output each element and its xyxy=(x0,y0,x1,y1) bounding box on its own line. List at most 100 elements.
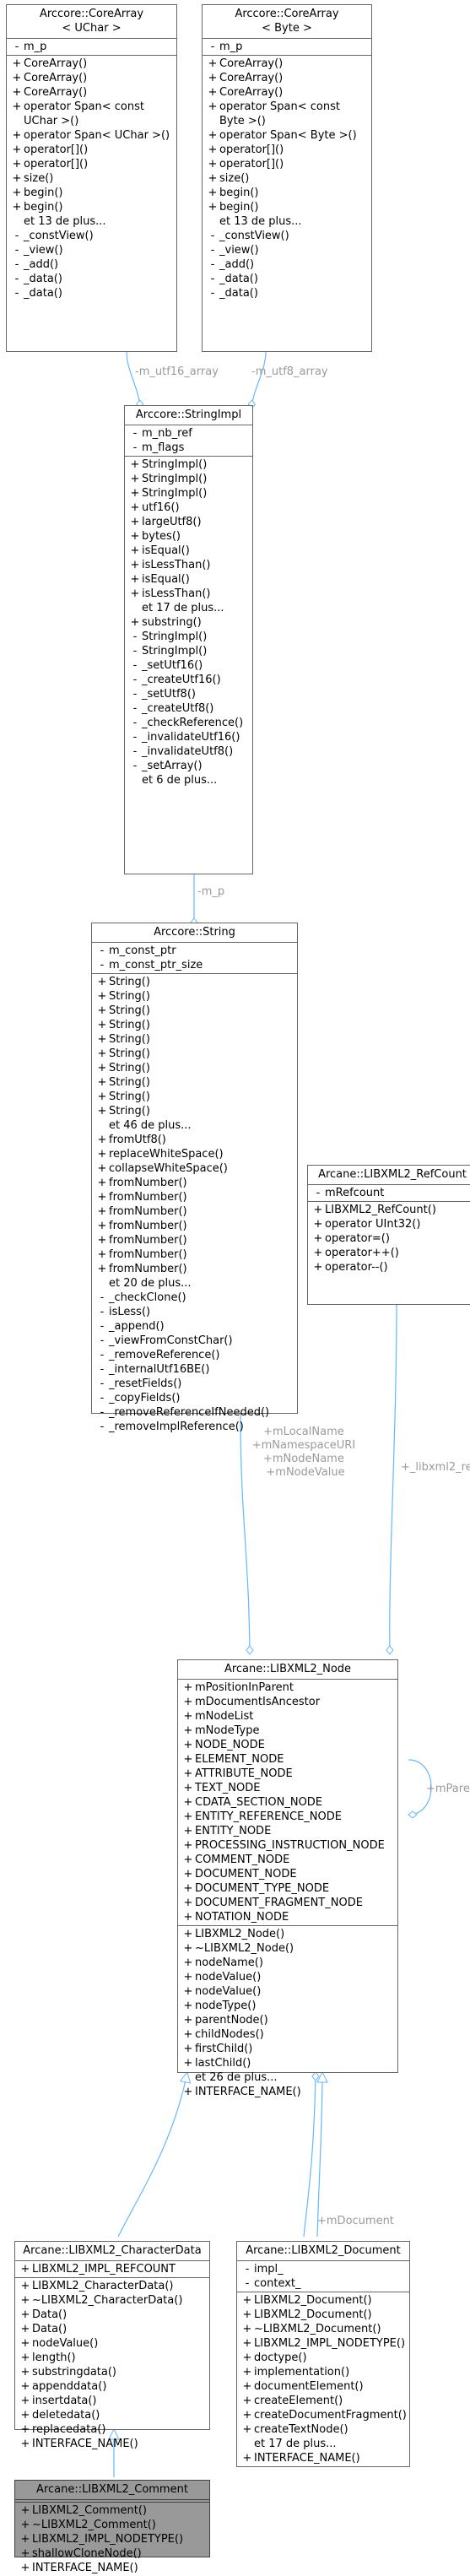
attribute-row[interactable]: +CDATA_SECTION_NODE xyxy=(178,1795,397,1810)
operation-row[interactable]: +LIBXML2_IMPL_NODETYPE() xyxy=(237,2336,409,2351)
class-box-corearray-uchar[interactable]: Arccore::CoreArray< UChar >-m_p+CoreArra… xyxy=(6,4,177,352)
operation-row[interactable]: -_removeReferenceIfNeeded() xyxy=(92,1405,297,1420)
operation-row[interactable]: +operator Span< const xyxy=(203,100,371,114)
operation-row[interactable]: -_data() xyxy=(203,272,371,286)
operation-row[interactable]: +replacedata() xyxy=(15,2422,209,2437)
operation-row[interactable]: +~LIBXML2_Document() xyxy=(237,2322,409,2336)
attribute-row[interactable]: +COMMENT_NODE xyxy=(178,1853,397,1867)
operation-row[interactable]: +size() xyxy=(7,171,176,186)
operation-row[interactable]: +begin() xyxy=(203,186,371,200)
operation-row[interactable]: +begin() xyxy=(7,186,176,200)
operation-row[interactable]: +largeUtf8() xyxy=(125,515,252,529)
operation-row[interactable]: +substring() xyxy=(125,615,252,630)
operation-row[interactable]: -_view() xyxy=(203,243,371,257)
operation-row[interactable]: +String() xyxy=(92,1047,297,1061)
operation-row[interactable]: +LIBXML2_RefCount() xyxy=(308,1203,470,1217)
operation-row[interactable]: +insertdata() xyxy=(15,2394,209,2408)
operation-row[interactable]: +replaceWhiteSpace() xyxy=(92,1147,297,1161)
operation-row[interactable]: +lastChild() xyxy=(178,2056,397,2070)
operation-row[interactable]: -_data() xyxy=(203,286,371,300)
operation-row[interactable]: +operator Span< Byte >() xyxy=(203,128,371,143)
operation-row[interactable]: +childNodes() xyxy=(178,2027,397,2042)
operation-row[interactable]: +operator Span< const xyxy=(7,100,176,114)
operation-row[interactable]: +isLessThan() xyxy=(125,587,252,601)
operation-row[interactable]: +operator UInt32() xyxy=(308,1217,470,1231)
operation-row[interactable]: +Data() xyxy=(15,2308,209,2322)
operation-row[interactable]: +doctype() xyxy=(237,2351,409,2365)
attribute-row[interactable]: +ATTRIBUTE_NODE xyxy=(178,1767,397,1781)
operation-row[interactable]: -_removeImplReference() xyxy=(92,1420,297,1434)
operation-row[interactable]: +createElement() xyxy=(237,2394,409,2408)
attribute-row[interactable]: +ENTITY_NODE xyxy=(178,1824,397,1838)
operation-row[interactable]: +fromNumber() xyxy=(92,1262,297,1276)
attribute-row[interactable]: -m_flags xyxy=(125,441,252,455)
attribute-row[interactable]: +mPositionInParent xyxy=(178,1680,397,1695)
class-box-corearray-byte[interactable]: Arccore::CoreArray< Byte >-m_p+CoreArray… xyxy=(202,4,372,352)
operation-row[interactable]: +documentElement() xyxy=(237,2379,409,2394)
operation-row[interactable]: +String() xyxy=(92,1018,297,1032)
attribute-row[interactable]: -impl_ xyxy=(237,2262,409,2276)
operation-row[interactable]: +String() xyxy=(92,1090,297,1104)
operation-row[interactable]: -_viewFromConstChar() xyxy=(92,1334,297,1348)
attribute-row[interactable]: +DOCUMENT_TYPE_NODE xyxy=(178,1881,397,1896)
operation-row[interactable]: +implementation() xyxy=(237,2365,409,2379)
attribute-row[interactable]: -context_ xyxy=(237,2276,409,2291)
operation-row[interactable]: +length() xyxy=(15,2351,209,2365)
operation-row[interactable]: -_add() xyxy=(7,257,176,272)
operation-row[interactable]: +INTERFACE_NAME() xyxy=(15,2437,209,2451)
operation-row[interactable]: et 6 de plus... xyxy=(125,773,252,787)
operation-row[interactable]: +~LIBXML2_CharacterData() xyxy=(15,2293,209,2308)
operation-row[interactable]: -_setArray() xyxy=(125,759,252,773)
operation-row[interactable]: +String() xyxy=(92,1004,297,1018)
operation-row[interactable]: et 13 de plus... xyxy=(203,214,371,229)
class-box-characterdata[interactable]: Arcane::LIBXML2_CharacterData+LIBXML2_IM… xyxy=(14,2241,210,2450)
attribute-row[interactable]: -m_const_ptr xyxy=(92,944,297,958)
operation-row[interactable]: +deletedata() xyxy=(15,2408,209,2422)
class-box-string[interactable]: Arccore::String-m_const_ptr-m_const_ptr_… xyxy=(91,923,298,1433)
operation-row[interactable]: UChar >() xyxy=(7,114,176,128)
operation-row[interactable]: et 46 de plus... xyxy=(92,1118,297,1133)
operation-row[interactable]: +firstChild() xyxy=(178,2042,397,2056)
operation-row[interactable]: +CoreArray() xyxy=(203,71,371,85)
operation-row[interactable]: +isLessThan() xyxy=(125,558,252,572)
attribute-row[interactable]: +mNodeList xyxy=(178,1709,397,1724)
operation-row[interactable]: +parentNode() xyxy=(178,2013,397,2027)
operation-row[interactable]: +fromUtf8() xyxy=(92,1133,297,1147)
operation-row[interactable]: +isEqual() xyxy=(125,572,252,587)
operation-row[interactable]: et 17 de plus... xyxy=(125,601,252,615)
operation-row[interactable]: +INTERFACE_NAME() xyxy=(178,2085,397,2099)
attribute-row[interactable]: -m_p xyxy=(7,40,176,54)
operation-row[interactable]: +CoreArray() xyxy=(203,57,371,71)
operation-row[interactable]: +LIBXML2_Comment() xyxy=(15,2503,209,2518)
operation-row[interactable]: -_setUtf16() xyxy=(125,658,252,673)
operation-row[interactable]: +operator[]() xyxy=(7,157,176,171)
attribute-row[interactable]: -m_p xyxy=(203,40,371,54)
operation-row[interactable]: +operator Span< UChar >() xyxy=(7,128,176,143)
operation-row[interactable]: et 20 de plus... xyxy=(92,1276,297,1291)
operation-row[interactable]: +createTextNode() xyxy=(237,2422,409,2437)
operation-row[interactable]: +StringImpl() xyxy=(125,486,252,501)
operation-row[interactable]: +operator[]() xyxy=(203,143,371,157)
operation-row[interactable]: -isLess() xyxy=(92,1305,297,1319)
operation-row[interactable]: +nodeValue() xyxy=(15,2336,209,2351)
operation-row[interactable]: +INTERFACE_NAME() xyxy=(15,2561,209,2575)
attribute-row[interactable]: +mDocumentIsAncestor xyxy=(178,1695,397,1709)
operation-row[interactable]: +nodeValue() xyxy=(178,1970,397,1984)
operation-row[interactable]: Byte >() xyxy=(203,114,371,128)
operation-row[interactable]: +fromNumber() xyxy=(92,1176,297,1190)
operation-row[interactable]: +CoreArray() xyxy=(7,71,176,85)
operation-row[interactable]: +operator[]() xyxy=(203,157,371,171)
operation-row[interactable]: -_constView() xyxy=(203,229,371,243)
operation-row[interactable]: +LIBXML2_Document() xyxy=(237,2293,409,2308)
operation-row[interactable]: +fromNumber() xyxy=(92,1190,297,1204)
attribute-row[interactable]: +TEXT_NODE xyxy=(178,1781,397,1795)
operation-row[interactable]: +String() xyxy=(92,1104,297,1118)
operation-row[interactable]: +~LIBXML2_Comment() xyxy=(15,2518,209,2532)
attribute-row[interactable]: +DOCUMENT_NODE xyxy=(178,1867,397,1881)
operation-row[interactable]: +StringImpl() xyxy=(125,457,252,472)
operation-row[interactable]: -_constView() xyxy=(7,229,176,243)
attribute-row[interactable]: +DOCUMENT_FRAGMENT_NODE xyxy=(178,1896,397,1910)
operation-row[interactable]: -_invalidateUtf16() xyxy=(125,730,252,744)
class-box-libxml2-node[interactable]: Arcane::LIBXML2_Node+mPositionInParent+m… xyxy=(177,1659,398,2098)
operation-row[interactable]: +Data() xyxy=(15,2322,209,2336)
